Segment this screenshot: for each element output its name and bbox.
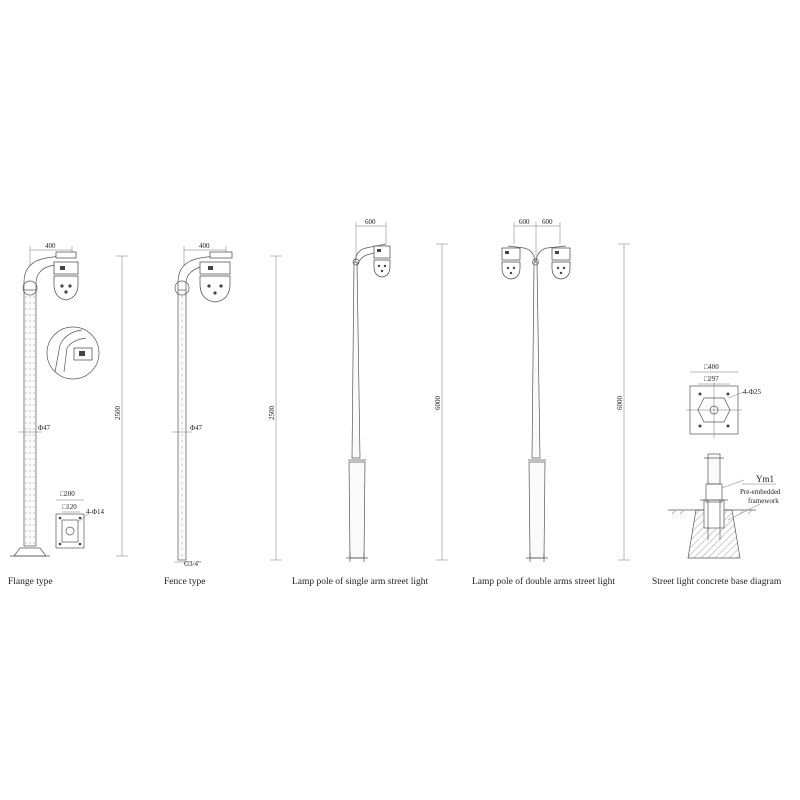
flange-plate-outer: □200 bbox=[60, 490, 75, 498]
base-section-view: Ym1 Pre-embedded framework bbox=[668, 453, 781, 559]
fence-lamp-head bbox=[199, 251, 233, 303]
double-arm-right: 600 bbox=[542, 218, 553, 226]
fence-arm-width: 400 bbox=[199, 242, 210, 250]
single-arm-height: 6000 bbox=[434, 396, 442, 411]
double-arm-height: 6000 bbox=[616, 396, 624, 411]
caption-concrete-base: Street light concrete base diagram bbox=[652, 577, 782, 587]
caption-flange: Flange type bbox=[8, 577, 53, 587]
flange-lamp-head bbox=[53, 251, 79, 301]
base-plate-inner: □297 bbox=[704, 375, 719, 383]
flange-detail-view bbox=[46, 326, 100, 380]
double-lamp-head-left bbox=[501, 247, 521, 280]
caption-fence: Fence type bbox=[164, 577, 205, 587]
base-bolt-holes: 4-Φ25 bbox=[743, 388, 761, 396]
caption-single-arm: Lamp pole of single arm street light bbox=[292, 576, 428, 587]
single-arm-drawing: 600 6000 bbox=[346, 218, 448, 562]
base-plan-view: □400 □297 4-Φ25 bbox=[686, 363, 761, 438]
concrete-base-drawing: □400 □297 4-Φ25 bbox=[668, 363, 781, 559]
caption-double-arm: Lamp pole of double arms street light bbox=[472, 576, 615, 587]
fence-type-drawing: 400 2500 Φ47 G3/4" bbox=[172, 242, 282, 568]
double-lamp-head-right bbox=[551, 247, 571, 280]
double-arm-left: 600 bbox=[519, 218, 530, 226]
flange-type-drawing: 400 2500 bbox=[10, 242, 128, 557]
fence-diameter: Φ47 bbox=[190, 424, 203, 432]
flange-arm-width: 400 bbox=[45, 242, 56, 250]
fence-height: 2500 bbox=[268, 406, 276, 421]
base-framework-line2: framework bbox=[748, 497, 779, 505]
flange-height: 2500 bbox=[114, 406, 122, 421]
base-ym-label: Ym1 bbox=[756, 474, 774, 484]
flange-plate-inner: □120 bbox=[62, 503, 77, 511]
flange-bolt-holes: 4-Φ14 bbox=[86, 508, 104, 516]
single-lamp-head bbox=[373, 245, 391, 278]
double-arm-drawing: 600 600 6000 bbox=[501, 218, 630, 562]
base-plate-outer: □400 bbox=[704, 363, 719, 371]
fence-pipe-thread: G3/4" bbox=[184, 560, 201, 568]
flange-plate-detail: □200 □120 4-Φ14 bbox=[55, 490, 104, 549]
flange-diameter: Φ47 bbox=[38, 424, 51, 432]
single-arm-width: 600 bbox=[365, 218, 376, 226]
base-framework-line1: Pre-embedded bbox=[740, 488, 781, 496]
